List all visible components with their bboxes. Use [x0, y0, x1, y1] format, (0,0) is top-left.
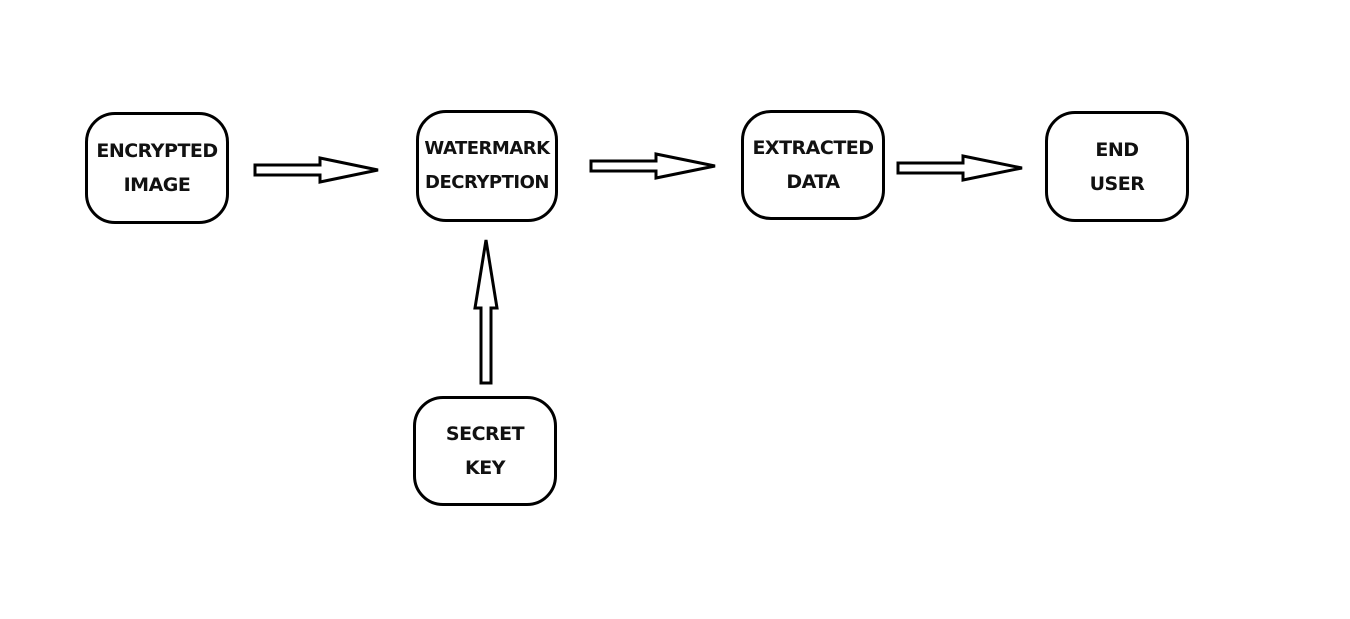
- node-label-line: DECRYPTION: [425, 172, 549, 193]
- node-label-line: END: [1095, 138, 1139, 161]
- node-extracted-data: EXTRACTED DATA: [741, 110, 885, 220]
- node-label-line: IMAGE: [123, 174, 191, 196]
- arrow-watermark-to-extracted: [589, 152, 716, 180]
- node-label-line: USER: [1089, 172, 1145, 195]
- node-label-line: KEY: [465, 457, 505, 479]
- node-end-user: END USER: [1045, 111, 1189, 222]
- arrow-secret-to-watermark: [473, 239, 499, 385]
- node-watermark-decryption: WATERMARK DECRYPTION: [416, 110, 558, 222]
- arrow-extracted-to-enduser: [896, 154, 1023, 182]
- node-label-line: WATERMARK: [424, 138, 550, 159]
- node-label-line: ENCRYPTED: [96, 140, 218, 162]
- node-label-line: SECRET: [445, 423, 525, 445]
- node-encrypted-image: ENCRYPTED IMAGE: [85, 112, 229, 224]
- node-label-line: DATA: [786, 171, 840, 193]
- node-label-line: EXTRACTED: [752, 137, 874, 159]
- arrow-encrypted-to-watermark: [253, 156, 379, 184]
- node-secret-key: SECRET KEY: [413, 396, 557, 506]
